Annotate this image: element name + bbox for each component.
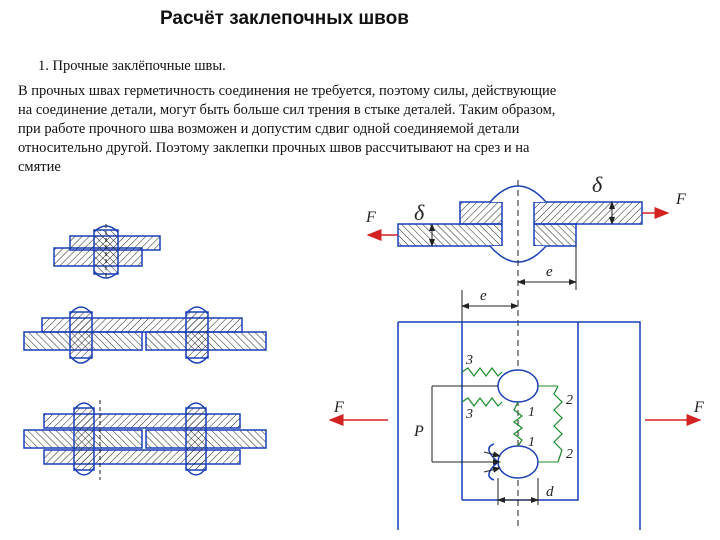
description-paragraph: В прочных швах герметичность соединения … <box>18 82 708 177</box>
spring-label-3-bottom: 3 <box>465 407 473 422</box>
paragraph-line: при работе прочного шва возможен и допус… <box>18 121 520 137</box>
force-label-right-bottom: F <box>693 399 704 416</box>
spring-label-2-bottom: 2 <box>566 447 573 462</box>
section-heading: 1. Прочные заклёпочные швы. <box>38 58 226 74</box>
thickness-label-right: δ <box>592 172 603 197</box>
lap-joint-single-rivet <box>53 224 161 280</box>
thickness-label-left: δ <box>414 200 425 225</box>
plan-view-spring-model <box>328 290 702 530</box>
diameter-label: d <box>546 484 554 500</box>
paragraph-line: на соединение детали, могут быть больше … <box>18 102 556 118</box>
paragraph-line: смятие <box>18 159 61 175</box>
force-label-left-top: F <box>365 209 376 226</box>
butt-joint-double-strap <box>23 400 267 480</box>
spring-label-1-bottom: 1 <box>528 435 535 450</box>
paragraph-line: относительно другой. Поэтому заклепки пр… <box>18 140 530 156</box>
butt-joint-single-strap <box>23 306 267 364</box>
paragraph-line: В прочных швах герметичность соединения … <box>18 83 557 99</box>
spring-label-3-top: 3 <box>465 353 473 368</box>
pitch-label: P <box>413 423 424 440</box>
force-label-right-top: F <box>675 191 686 208</box>
edge-distance-label-top: e <box>546 264 553 280</box>
spring-label-1-top: 1 <box>528 405 535 420</box>
force-label-left-bottom: F <box>333 399 344 416</box>
page-title: Расчёт заклепочных швов <box>160 8 409 29</box>
edge-distance-label-bottom: e <box>480 288 487 304</box>
spring-label-2-top: 2 <box>566 393 573 408</box>
